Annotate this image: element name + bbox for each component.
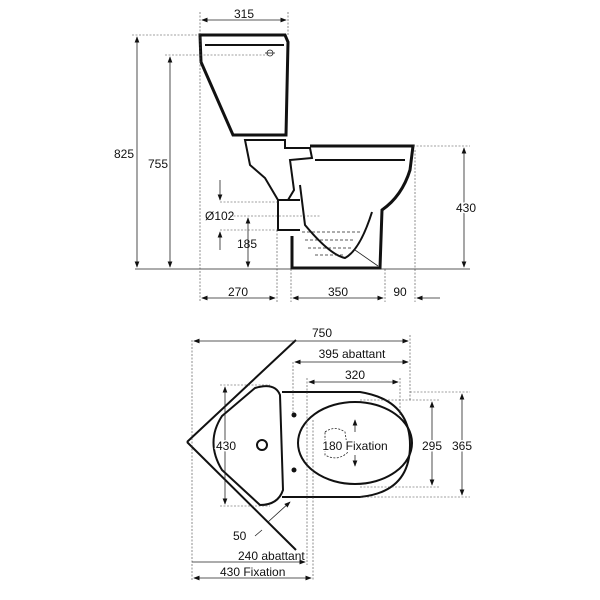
cistern-top-outline bbox=[212, 385, 285, 507]
bowl-outline bbox=[290, 144, 415, 270]
dim-tank-width: 430 bbox=[216, 439, 236, 453]
dim-rear-to-outlet: 270 bbox=[228, 285, 248, 299]
fixation-hole-icon bbox=[291, 467, 297, 473]
seat-opening bbox=[297, 401, 413, 485]
dim-bowl-length: 320 bbox=[345, 368, 365, 382]
dim-foot-length: 350 bbox=[328, 285, 348, 299]
dim-total-height: 825 bbox=[114, 147, 134, 161]
dim-fixation-spacing: 180 Fixation bbox=[322, 439, 387, 453]
dim-tank-width: 315 bbox=[234, 7, 254, 21]
dim-front-overhang: 90 bbox=[393, 285, 407, 299]
dim-fixation-to-corner: 430 Fixation bbox=[220, 565, 285, 579]
dim-overall-width: 365 bbox=[452, 439, 472, 453]
dim-button-height: 755 bbox=[148, 157, 168, 171]
dim-outlet-height: 185 bbox=[237, 237, 257, 251]
outlet-pipe bbox=[277, 199, 300, 231]
dim-corner-gap: 50 bbox=[233, 529, 247, 543]
corner-wall bbox=[186, 441, 297, 551]
corner-wall bbox=[186, 339, 297, 443]
cistern-outline bbox=[198, 33, 290, 137]
water-seal bbox=[302, 231, 360, 256]
dim-bowl-width: 295 bbox=[422, 439, 442, 453]
dim-seat-height: 430 bbox=[456, 201, 476, 215]
top-view: 750 395 abattant 320 430 180 Fixation 29… bbox=[186, 326, 474, 581]
cistern-neck bbox=[243, 139, 314, 201]
flush-button-icon bbox=[256, 439, 268, 451]
side-view: 315 825 755 430 Ø102 185 270 350 90 bbox=[114, 7, 478, 302]
dim-seat-to-corner: 240 abattant bbox=[238, 549, 305, 563]
dim-overall-length: 750 bbox=[312, 326, 332, 340]
fixation-hole-icon bbox=[291, 412, 297, 418]
bowl-top-outline bbox=[282, 391, 412, 498]
dim-seat-length: 395 abattant bbox=[319, 347, 386, 361]
dim-outlet-diameter: Ø102 bbox=[205, 209, 235, 223]
